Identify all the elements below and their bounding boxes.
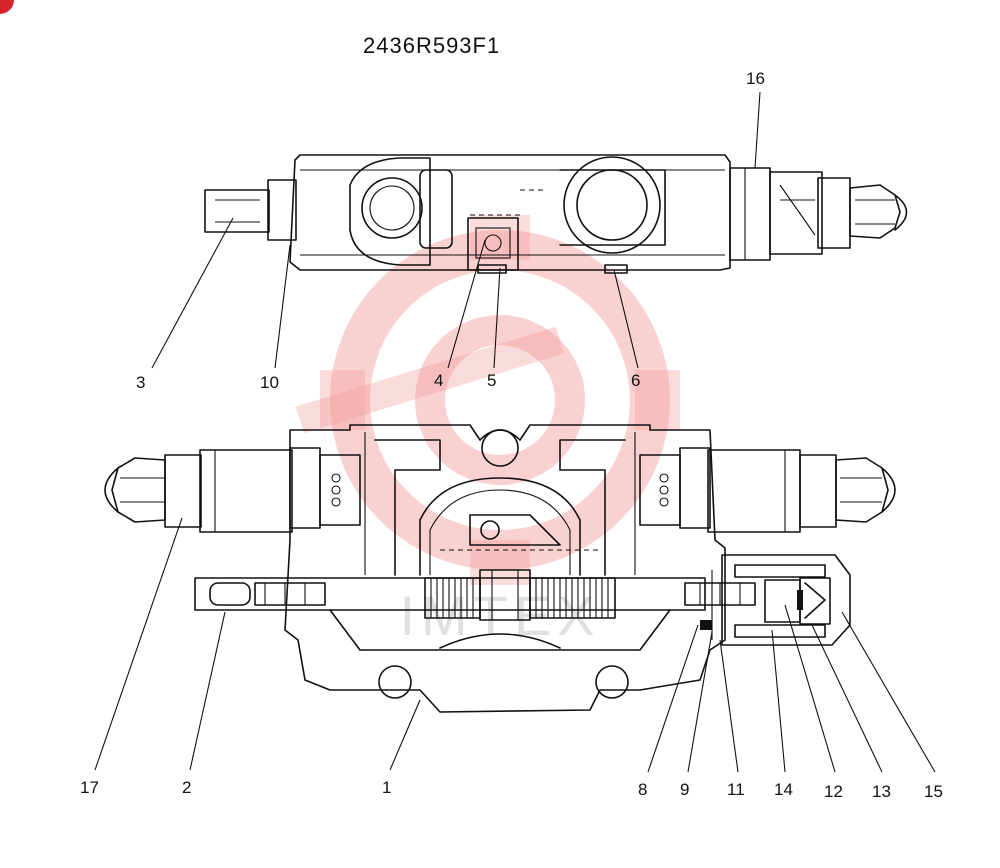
callout-3: 3 bbox=[136, 373, 145, 392]
corner-badge bbox=[0, 0, 14, 14]
leader-lines bbox=[94, 91, 936, 773]
callout-15: 15 bbox=[924, 782, 943, 801]
callout-9: 9 bbox=[680, 780, 689, 799]
callout-5: 5 bbox=[487, 371, 496, 390]
callout-12: 12 bbox=[824, 782, 843, 801]
callout-labels: 3 10 4 5 6 16 17 2 1 8 9 11 14 12 13 15 bbox=[80, 69, 943, 801]
top-view-valve bbox=[204, 154, 908, 274]
callout-16: 16 bbox=[746, 69, 765, 88]
callout-8: 8 bbox=[638, 780, 647, 799]
callout-10: 10 bbox=[260, 373, 279, 392]
right-actuator bbox=[639, 447, 896, 533]
callout-2: 2 bbox=[182, 778, 191, 797]
left-actuator bbox=[104, 447, 361, 533]
callout-4: 4 bbox=[434, 371, 443, 390]
watermark-logo: IMTEX bbox=[295, 215, 680, 647]
spool-lands bbox=[424, 569, 616, 621]
callout-17: 17 bbox=[80, 778, 99, 797]
front-section-valve bbox=[104, 424, 896, 713]
callout-13: 13 bbox=[872, 782, 891, 801]
callout-14: 14 bbox=[774, 780, 793, 799]
callout-6: 6 bbox=[631, 371, 640, 390]
relief-cap-assembly bbox=[700, 554, 851, 646]
diagram-title: 2436R593F1 bbox=[363, 33, 500, 58]
callout-1: 1 bbox=[382, 778, 391, 797]
callout-11: 11 bbox=[727, 780, 745, 799]
watermark-text: IMTEX bbox=[399, 584, 600, 647]
